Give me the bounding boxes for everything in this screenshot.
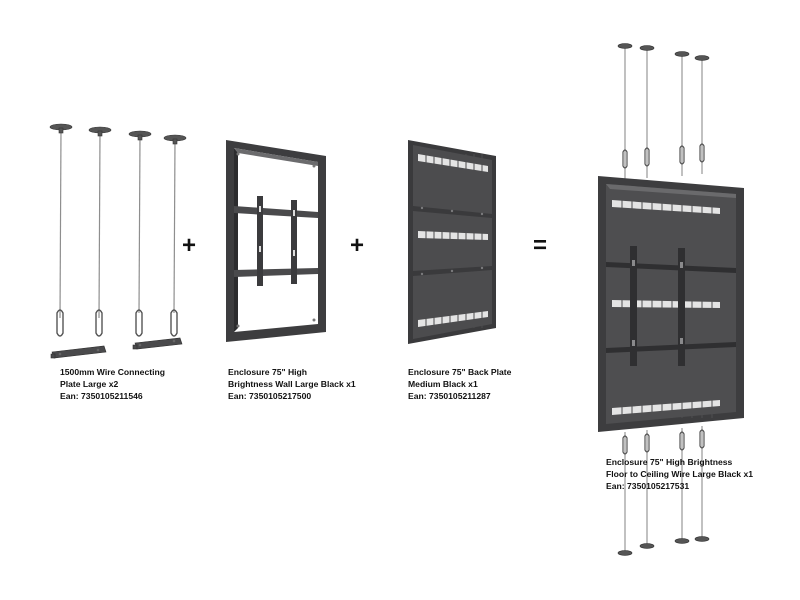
back-plate-ean: Ean: 7350105211287 bbox=[408, 391, 491, 401]
wall-enclosure-ean: Ean: 7350105217500 bbox=[228, 391, 312, 401]
wire-plates-name-line2: Plate Large x2 bbox=[60, 379, 119, 389]
plus-operator-1: + bbox=[182, 232, 197, 259]
back-plate-name-line1: Enclosure 75" Back Plate bbox=[408, 367, 512, 377]
wire-plates-name-line1: 1500mm Wire Connecting bbox=[60, 367, 165, 377]
wire-plates-caption: 1500mm Wire Connecting Plate Large x2 Ea… bbox=[60, 366, 165, 402]
wall-enclosure-caption: Enclosure 75" High Brightness Wall Large… bbox=[228, 366, 356, 402]
equals-operator: = bbox=[533, 232, 548, 259]
floor-to-ceiling-enclosure-image bbox=[598, 43, 744, 556]
result-enclosure-name-line1: Enclosure 75" High Brightness bbox=[606, 457, 733, 467]
wall-enclosure-name-line2: Brightness Wall Large Black x1 bbox=[228, 379, 356, 389]
back-plate-name-line2: Medium Black x1 bbox=[408, 379, 478, 389]
result-enclosure-ean: Ean: 7350105217531 bbox=[606, 481, 690, 491]
plus-operator-2: + bbox=[350, 232, 365, 259]
wall-enclosure-name-line1: Enclosure 75" High bbox=[228, 367, 308, 377]
result-enclosure-caption: Enclosure 75" High Brightness Floor to C… bbox=[606, 456, 753, 492]
wire-connecting-plates-image bbox=[49, 123, 187, 359]
back-plate-caption: Enclosure 75" Back Plate Medium Black x1… bbox=[408, 366, 511, 402]
back-plate-image bbox=[408, 140, 496, 344]
result-enclosure-name-line2: Floor to Ceiling Wire Large Black x1 bbox=[606, 469, 754, 479]
wall-enclosure-image bbox=[226, 140, 326, 342]
wire-plates-ean: Ean: 7350105211546 bbox=[60, 391, 143, 401]
